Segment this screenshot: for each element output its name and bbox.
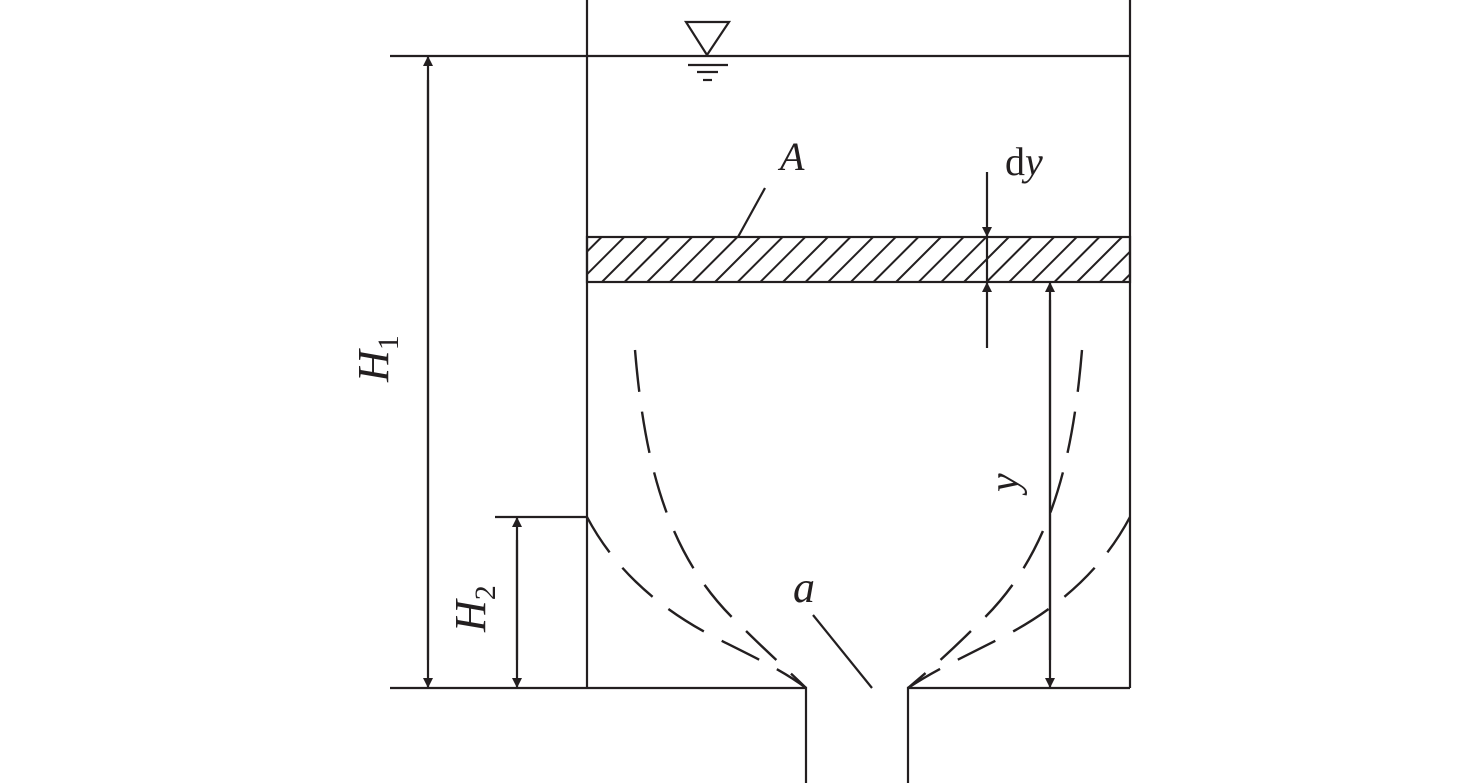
h2-subscript: 2 (469, 585, 502, 600)
hatched-slice-area (585, 235, 1132, 284)
h1-letter: H (349, 348, 398, 383)
h2-label: H2 (446, 585, 502, 633)
streamline-left-inner (633, 349, 807, 689)
h1-label: H1 (349, 335, 405, 383)
h1-subscript: 1 (372, 335, 405, 350)
tank-bottom-left (390, 686, 808, 783)
dy-label-y: y (1021, 139, 1043, 184)
area-leader-line (737, 187, 766, 238)
orifice-leader-line (812, 614, 873, 689)
tank-bottom-right (906, 686, 1130, 783)
streamline-left-outer (585, 516, 807, 689)
y-label: y (982, 473, 1028, 496)
water-level-symbol-icon (683, 20, 732, 82)
dy-label-d: d (1005, 139, 1025, 184)
area-label: A (777, 134, 805, 179)
h2-letter: H (446, 598, 495, 633)
dy-label: dy (1005, 139, 1043, 184)
streamline-right-outer (907, 516, 1132, 689)
orifice-label: a (793, 563, 815, 612)
streamline-right-inner (907, 349, 1084, 689)
